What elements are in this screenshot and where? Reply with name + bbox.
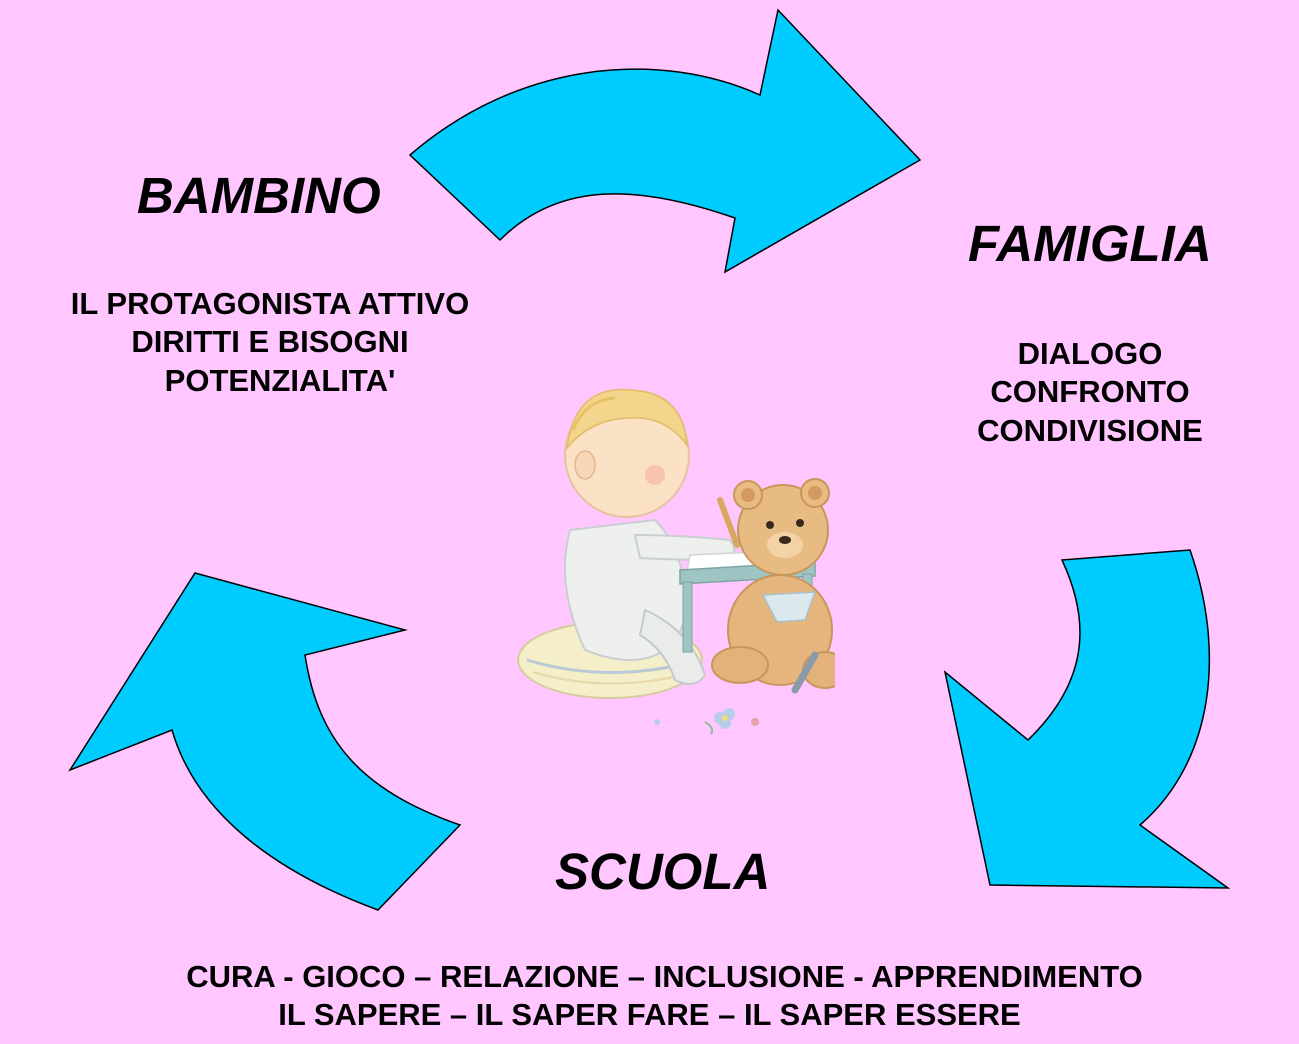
famiglia-description: DIALOGO CONFRONTO CONDIVISIONE [930,335,1250,450]
bambino-line-2: DIRITTI E BISOGNI [131,324,409,360]
arrow-famiglia-to-scuola [943,549,1231,889]
bambino-title: BAMBINO [137,167,381,224]
child-drawing-with-teddy-bear-icon [517,388,835,735]
scuola-line-1: CURA - GIOCO – RELAZIONE – INCLUSIONE - … [186,959,1143,994]
arrow-bambino-to-famiglia [408,8,922,274]
scuola-description: CURA - GIOCO – RELAZIONE – INCLUSIONE - … [0,958,1299,1034]
arrow-scuola-to-bambino [68,572,462,911]
bambino-line-1: IL PROTAGONISTA ATTIVO [70,286,470,321]
famiglia-line-3: CONDIVISIONE [977,412,1203,448]
famiglia-line-1: DIALOGO [1017,336,1163,371]
scuola-line-2: IL SAPERE – IL SAPER FARE – IL SAPER ESS… [278,996,1021,1032]
famiglia-title: FAMIGLIA [968,215,1212,272]
scuola-title: SCUOLA [555,843,771,900]
bambino-description: IL PROTAGONISTA ATTIVO DIRITTI E BISOGNI… [10,285,530,400]
bambino-line-3: POTENZIALITA' [164,362,396,398]
famiglia-line-2: CONFRONTO [990,374,1190,410]
